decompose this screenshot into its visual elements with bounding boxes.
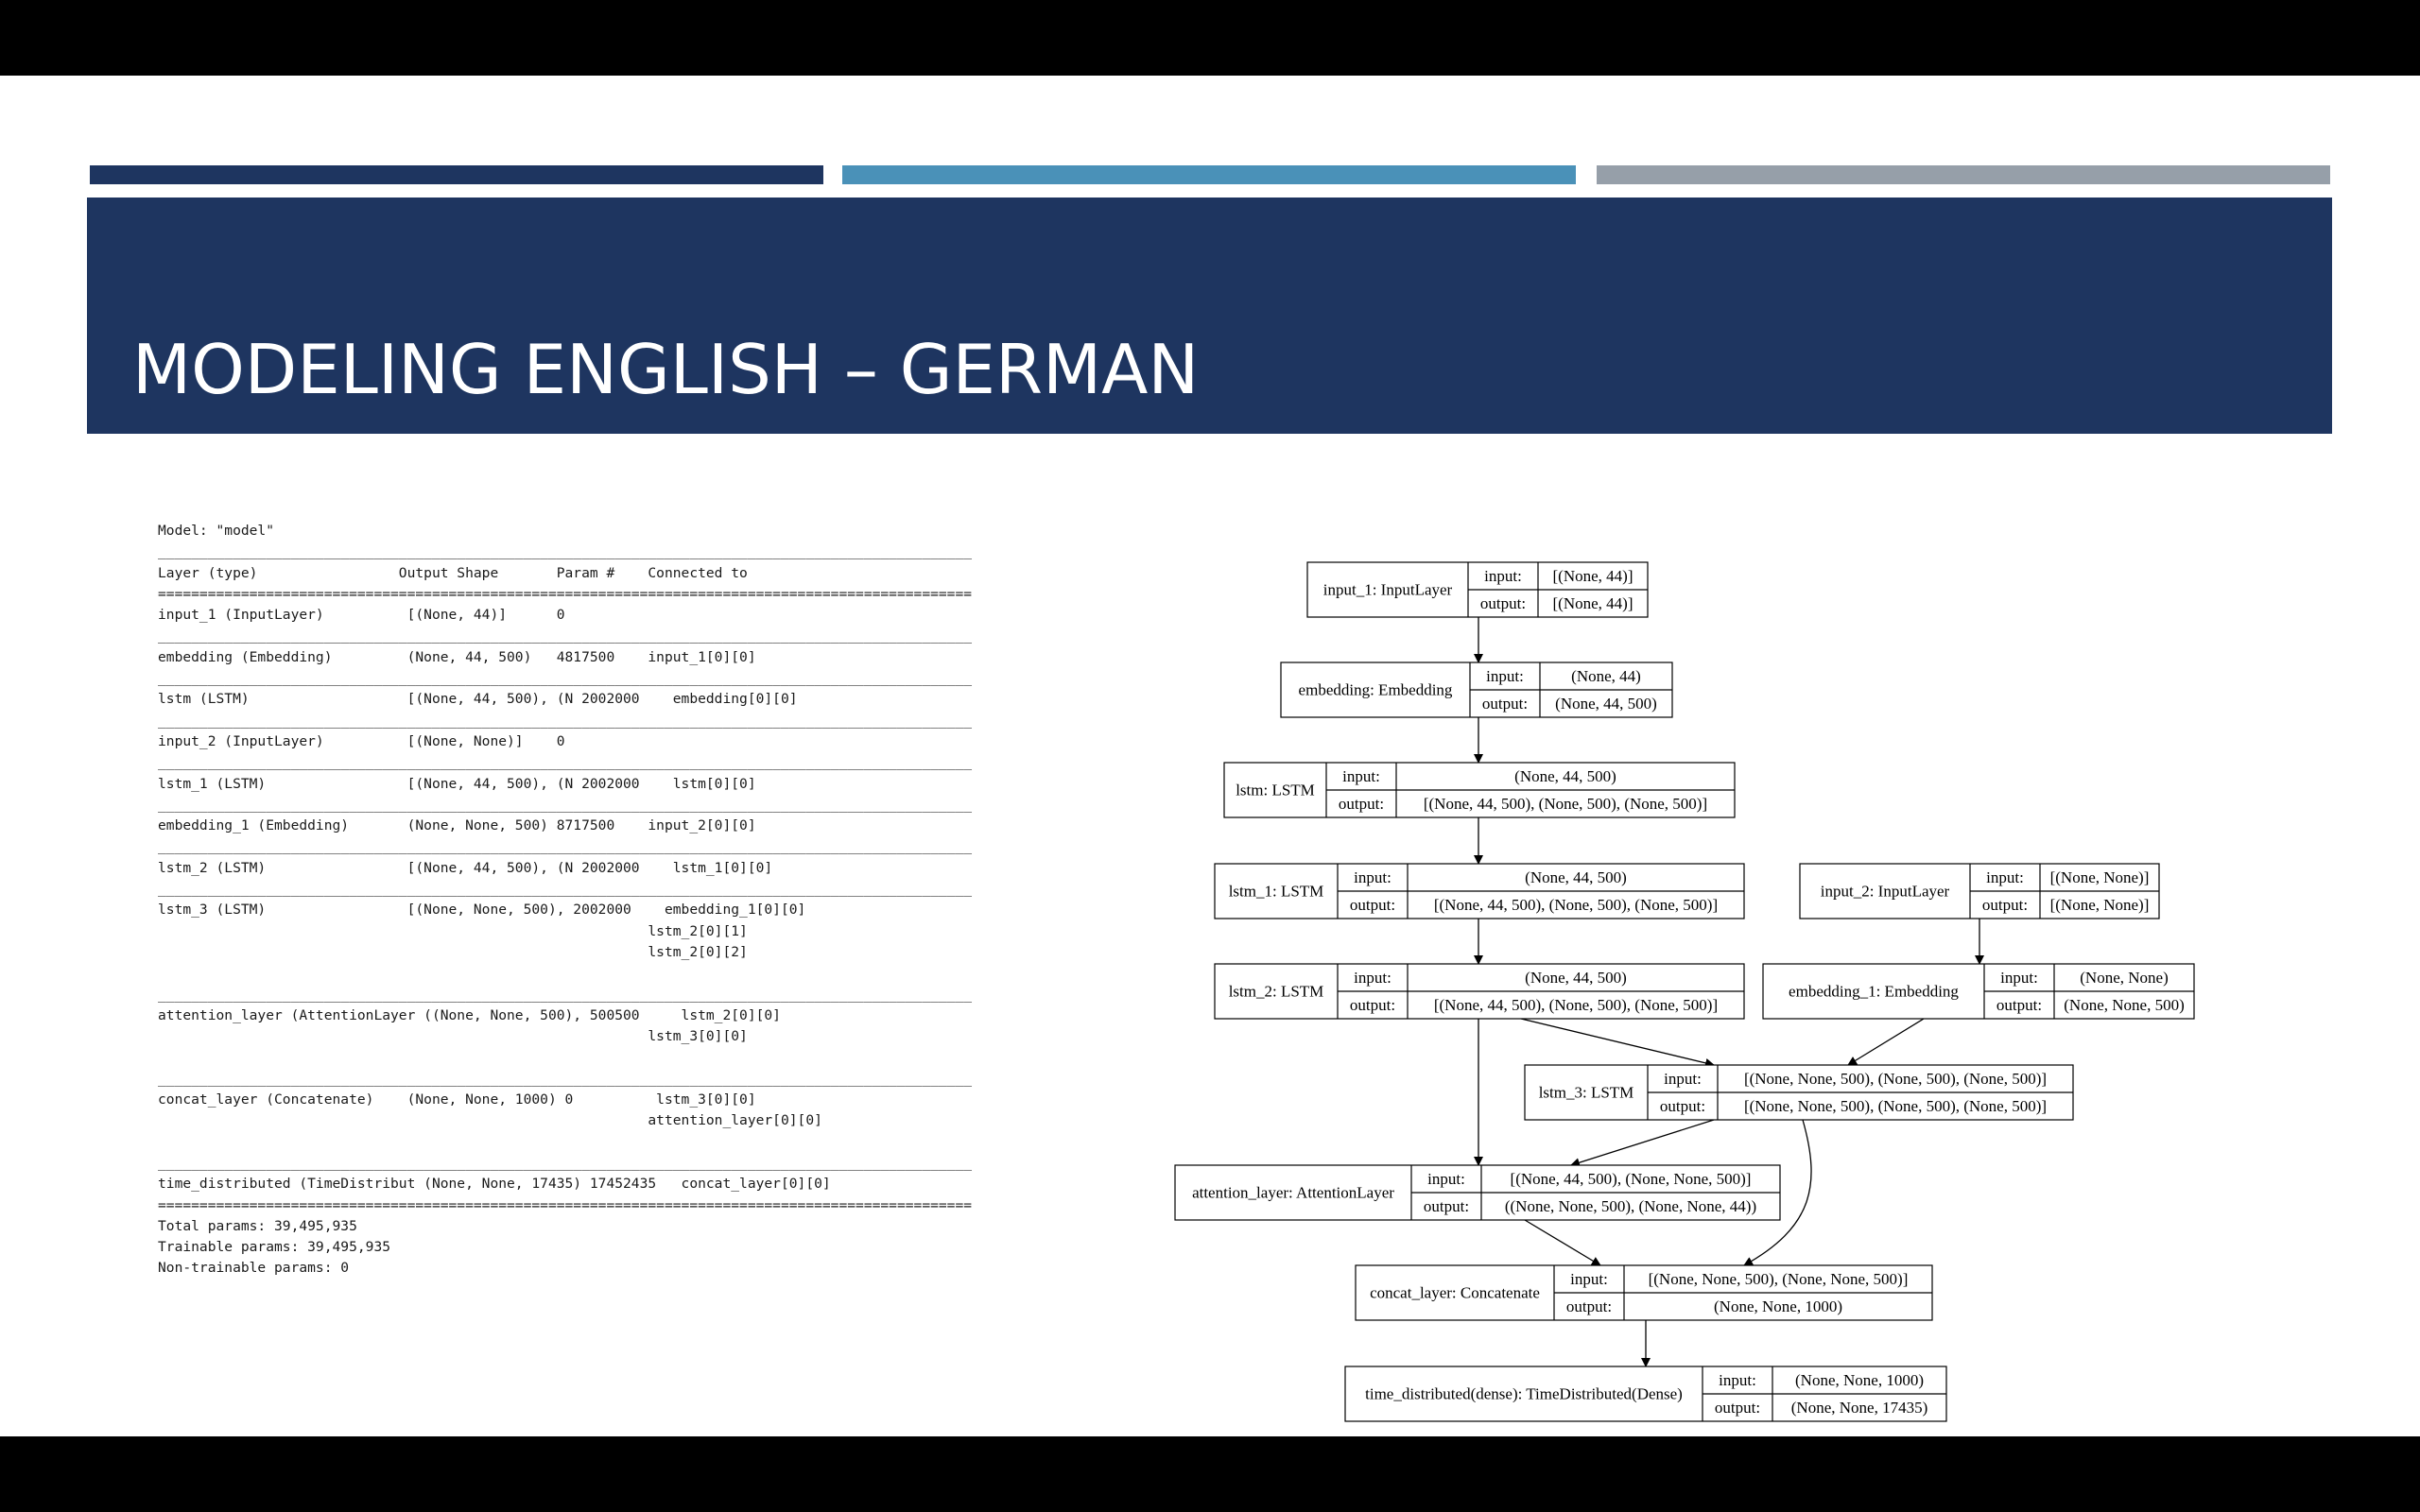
node-name: attention_layer: AttentionLayer: [1192, 1184, 1394, 1202]
node-output-shape: (None, None, 1000): [1714, 1297, 1842, 1315]
node-output-shape: [(None, None, 500), (None, 500), (None, …: [1744, 1097, 2047, 1115]
node-output-label: output:: [1996, 996, 2042, 1014]
node-input-label: input:: [1354, 969, 1392, 987]
node-output-label: output:: [1350, 896, 1395, 914]
node-output-label: output:: [1424, 1197, 1469, 1215]
graph-node-lstm-1: lstm_1: LSTM input: output: (None, 44, 500)…: [1214, 863, 1745, 919]
node-input-shape: [(None, None, 500), (None, 500), (None, …: [1744, 1070, 2047, 1088]
node-name: embedding_1: Embedding: [1789, 983, 1959, 1001]
graph-node-attention-layer: attention_layer: AttentionLayer input: out…: [1174, 1164, 1781, 1221]
node-input-label: input:: [1342, 767, 1380, 785]
graph-node-concat-layer: concat_layer: Concatenate input: output: [(…: [1355, 1264, 1933, 1321]
node-name: input_2: InputLayer: [1821, 883, 1950, 901]
node-input-shape: [(None, 44, 500), (None, None, 500)]: [1511, 1170, 1752, 1188]
node-output-shape: [(None, 44, 500), (None, 500), (None, 50…: [1424, 795, 1707, 813]
node-output-shape: [(None, 44, 500), (None, 500), (None, 50…: [1434, 996, 1718, 1014]
node-output-label: output:: [1660, 1097, 1705, 1115]
graph-edge-lstm-3-to-attention-layer: [1570, 1119, 1715, 1168]
graph-edge-lstm-3-to-concat-layer: [1743, 1119, 1812, 1266]
graph-node-embedding-1: embedding_1: Embedding input: output: (None…: [1762, 963, 2195, 1020]
graph-node-lstm: lstm: LSTM input: output: (None, 44, 500) [(…: [1223, 762, 1736, 818]
graph-node-input-1: input_1: InputLayer input: output: [(None, …: [1306, 561, 1649, 618]
node-name: embedding: Embedding: [1299, 681, 1453, 699]
node-input-shape: [(None, None)]: [2050, 868, 2150, 886]
node-name: input_1: InputLayer: [1323, 581, 1453, 599]
node-input-shape: (None, 44, 500): [1525, 868, 1627, 886]
graph-edge-attention-layer-to-concat-layer: [1524, 1219, 1601, 1266]
node-name: lstm: LSTM: [1236, 782, 1315, 799]
node-input-shape: (None, 44): [1571, 667, 1641, 685]
node-name: lstm_1: LSTM: [1229, 883, 1324, 901]
node-name: lstm_2: LSTM: [1229, 983, 1324, 1001]
node-output-shape: [(None, None)]: [2050, 896, 2150, 914]
node-output-label: output:: [1715, 1399, 1760, 1417]
graph-node-embedding: embedding: Embedding input: output: (None, …: [1280, 662, 1673, 718]
title-band: MODELING ENGLISH – GERMAN: [87, 198, 2332, 434]
node-input-label: input:: [1986, 868, 2024, 886]
node-name: lstm_3: LSTM: [1539, 1084, 1634, 1102]
node-input-label: input:: [1570, 1270, 1608, 1288]
node-output-shape: [(None, 44, 500), (None, 500), (None, 50…: [1434, 896, 1718, 914]
node-input-label: input:: [1719, 1371, 1756, 1389]
node-name: concat_layer: Concatenate: [1370, 1284, 1540, 1302]
letterbox-top: [0, 0, 2420, 76]
accent-bar-gray: [1597, 165, 2330, 184]
letterbox-bottom: [0, 1436, 2420, 1512]
model-summary-text: Model: "model" _________________________…: [158, 523, 973, 1277]
model-graph: input_1: InputLayer input: output: [(None, …: [1167, 477, 2207, 1422]
node-input-shape: [(None, None, 500), (None, None, 500)]: [1649, 1270, 1909, 1288]
slide: MODELING ENGLISH – GERMAN Model: "model"…: [0, 76, 2420, 1436]
node-input-label: input:: [1664, 1070, 1702, 1088]
node-input-label: input:: [1354, 868, 1392, 886]
node-output-label: output:: [1480, 594, 1526, 612]
model-summary: Model: "model" _________________________…: [158, 521, 1009, 1280]
node-output-shape: ((None, None, 500), (None, None, 44)): [1505, 1197, 1756, 1215]
node-input-label: input:: [1484, 567, 1522, 585]
graph-node-lstm-2: lstm_2: LSTM input: output: (None, 44, 500)…: [1214, 963, 1745, 1020]
graph-node-input-2: input_2: InputLayer input: output: [(None, …: [1799, 863, 2160, 919]
graph-edge-lstm-2-to-lstm-3: [1520, 1018, 1715, 1068]
graph-edge-embedding-1-to-lstm-3: [1847, 1018, 1925, 1066]
model-graph-svg: input_1: InputLayer input: output: [(None, …: [1174, 561, 2195, 1422]
node-input-shape: (None, None): [2080, 969, 2168, 987]
node-input-label: input:: [1486, 667, 1524, 685]
node-input-shape: (None, 44, 500): [1514, 767, 1616, 785]
node-output-label: output:: [1566, 1297, 1612, 1315]
node-output-label: output:: [1350, 996, 1395, 1014]
node-input-shape: [(None, 44)]: [1553, 567, 1634, 585]
node-output-label: output:: [1982, 896, 2028, 914]
accent-bar-blue: [842, 165, 1576, 184]
node-output-label: output:: [1339, 795, 1384, 813]
slide-title: MODELING ENGLISH – GERMAN: [132, 330, 1200, 409]
graph-node-time-distributed: time_distributed(dense): TimeDistributed…: [1344, 1366, 1947, 1422]
node-output-shape: [(None, 44)]: [1553, 594, 1634, 612]
node-output-shape: (None, 44, 500): [1555, 695, 1657, 713]
node-input-shape: (None, None, 1000): [1795, 1371, 1924, 1389]
node-output-shape: (None, None, 17435): [1791, 1399, 1927, 1417]
accent-bar-navy: [90, 165, 823, 184]
node-name: time_distributed(dense): TimeDistributed…: [1365, 1385, 1683, 1403]
node-input-label: input:: [2000, 969, 2038, 987]
node-input-shape: (None, 44, 500): [1525, 969, 1627, 987]
node-input-label: input:: [1427, 1170, 1465, 1188]
graph-node-lstm-3: lstm_3: LSTM input: output: [(None, None, 5…: [1524, 1064, 2074, 1121]
node-output-label: output:: [1482, 695, 1528, 713]
node-output-shape: (None, None, 500): [2064, 996, 2184, 1014]
